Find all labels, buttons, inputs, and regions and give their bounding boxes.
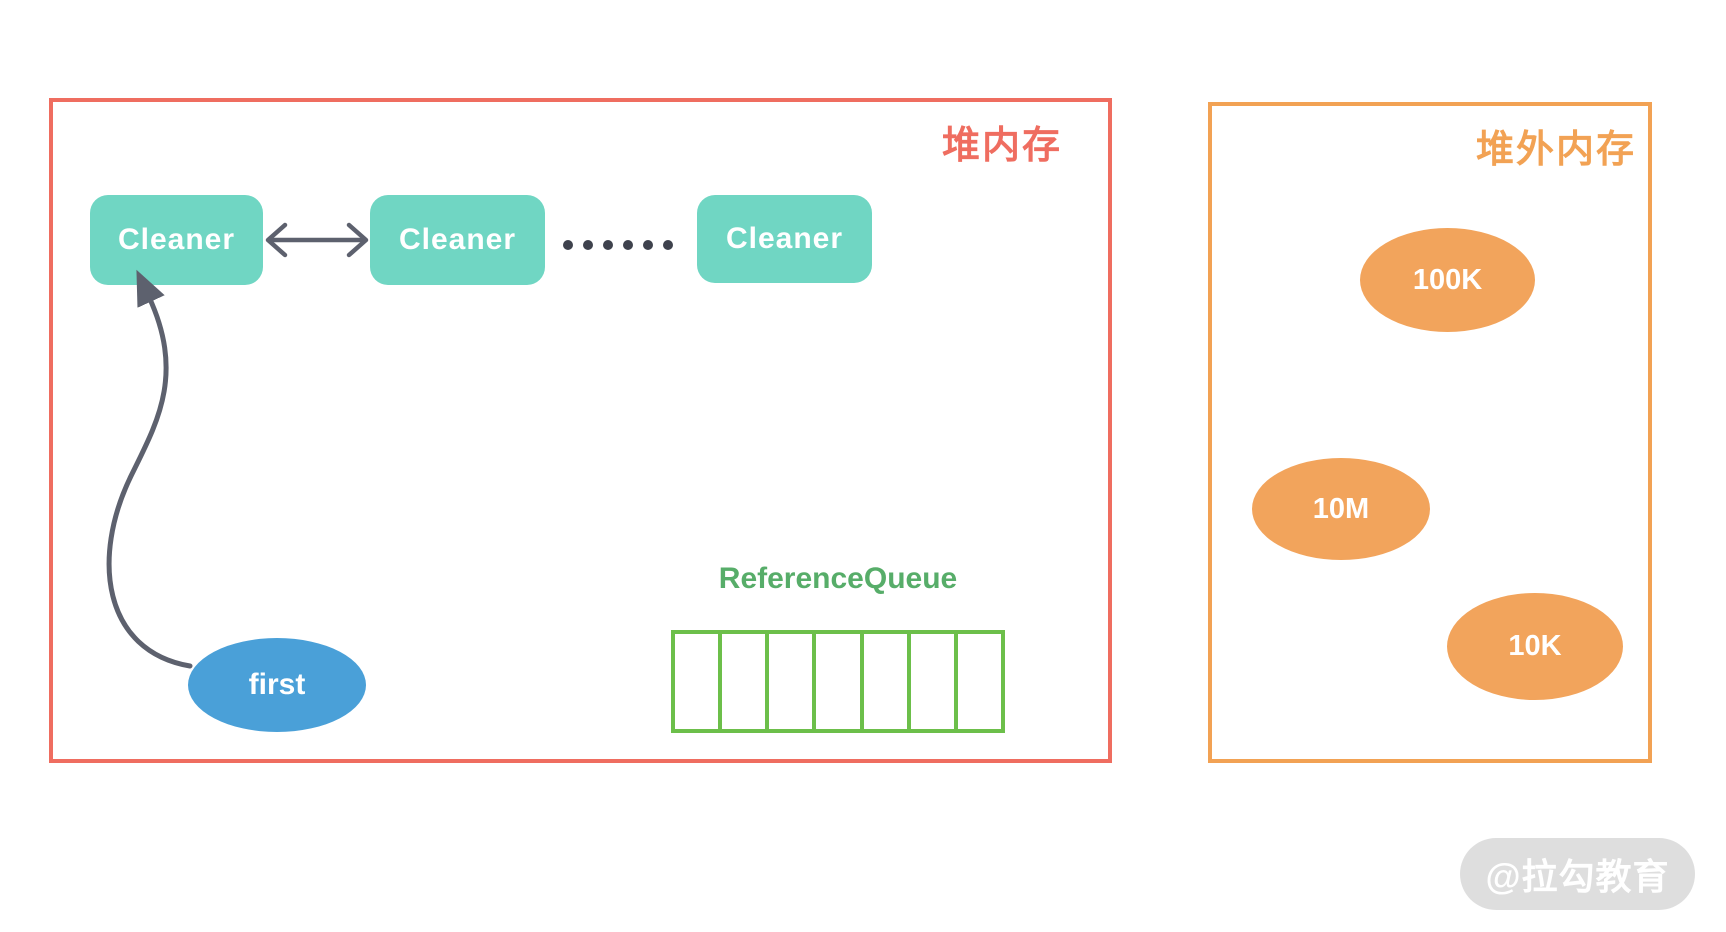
cleaner-node-3: Cleaner bbox=[697, 195, 872, 283]
dot bbox=[563, 240, 573, 250]
queue-cell bbox=[718, 634, 765, 729]
first-label: first bbox=[248, 668, 306, 701]
queue-cell bbox=[953, 634, 1001, 729]
offheap-block-10k: 10K bbox=[1447, 593, 1623, 700]
queue-cell bbox=[906, 634, 954, 729]
queue-cell bbox=[859, 634, 907, 729]
reference-queue bbox=[671, 630, 1005, 733]
offheap-memory-box: 堆外内存 bbox=[1208, 102, 1652, 763]
offheap-block-label: 10K bbox=[1508, 630, 1562, 662]
arrowhead-right bbox=[346, 222, 369, 258]
dot bbox=[623, 240, 633, 250]
cleaner-node-1: Cleaner bbox=[90, 195, 263, 285]
reference-queue-label: ReferenceQueue bbox=[718, 562, 958, 595]
first-to-cleaner-arrow bbox=[106, 269, 193, 669]
offheap-block-100k: 100K bbox=[1360, 228, 1535, 332]
offheap-memory-title: 堆外内存 bbox=[1475, 129, 1636, 171]
cleaner-label: Cleaner bbox=[725, 222, 844, 255]
queue-cell bbox=[675, 634, 718, 729]
first-ellipse: first bbox=[188, 638, 366, 732]
heap-memory-box: 堆内存 bbox=[49, 98, 1112, 763]
offheap-block-label: 10M bbox=[1312, 492, 1370, 525]
heap-memory-title: 堆内存 bbox=[941, 125, 1062, 167]
queue-cell bbox=[765, 634, 812, 729]
offheap-block-10m: 10M bbox=[1252, 458, 1430, 560]
dot bbox=[583, 240, 593, 250]
ellipsis-dots bbox=[563, 240, 673, 250]
dot bbox=[663, 240, 673, 250]
dot bbox=[603, 240, 613, 250]
offheap-block-label: 100K bbox=[1412, 263, 1483, 296]
cleaner-node-2: Cleaner bbox=[370, 195, 545, 285]
watermark-badge: @拉勾教育 bbox=[1460, 838, 1695, 910]
cleaner-label: Cleaner bbox=[398, 223, 517, 256]
bidirectional-arrow bbox=[265, 222, 369, 258]
dot bbox=[643, 240, 653, 250]
queue-cell bbox=[812, 634, 859, 729]
cleaner-label: Cleaner bbox=[117, 223, 236, 256]
watermark-text: @拉勾教育 bbox=[1485, 856, 1670, 897]
arrowhead-left bbox=[265, 222, 288, 258]
